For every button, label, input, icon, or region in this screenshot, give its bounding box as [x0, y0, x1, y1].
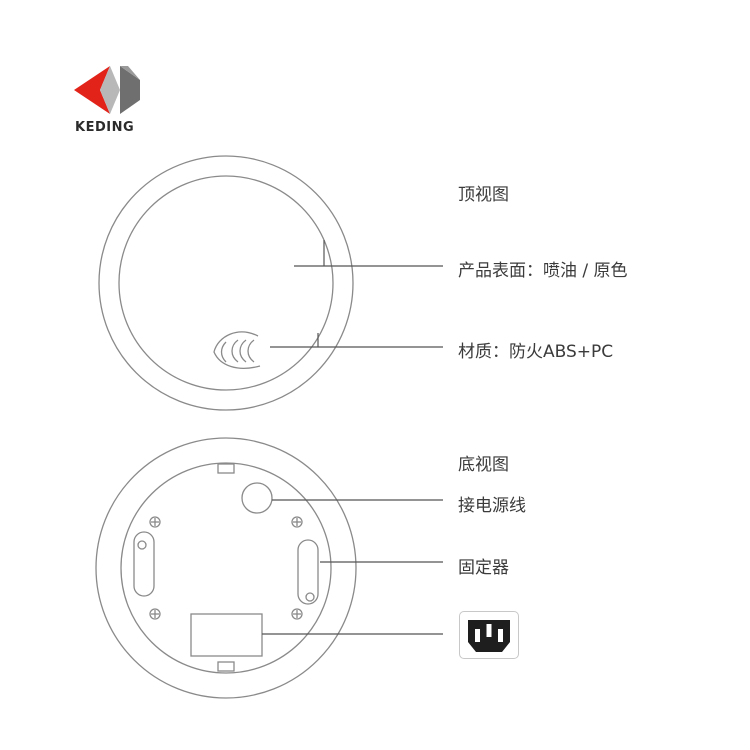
keding-logo-icon: [74, 66, 140, 114]
socket-cutout: [190, 613, 263, 657]
bottom-view-title: 底视图: [458, 455, 509, 475]
brand-name: KEDING: [75, 120, 135, 135]
top-view-title: 顶视图: [458, 185, 509, 205]
left-fixture: [133, 531, 155, 597]
bottom-view-drawing: [95, 437, 357, 699]
material-label: 材质：防火ABS+PC: [458, 342, 614, 362]
power-cable-label: 接电源线: [458, 496, 526, 516]
power-cable-hole: [241, 482, 273, 514]
vent-icon: [213, 331, 261, 369]
screw-icon: [149, 516, 303, 620]
surface-label: 产品表面：喷油 / 原色: [458, 261, 628, 281]
bottom-view-leader-lines: [262, 499, 443, 635]
top-view-drawing: [98, 155, 354, 411]
power-plug-icon-frame: [459, 611, 519, 659]
right-fixture: [297, 539, 319, 605]
fixture-label: 固定器: [458, 558, 509, 578]
top-view-leader-lines: [270, 240, 443, 348]
power-plug-icon: [468, 620, 510, 652]
